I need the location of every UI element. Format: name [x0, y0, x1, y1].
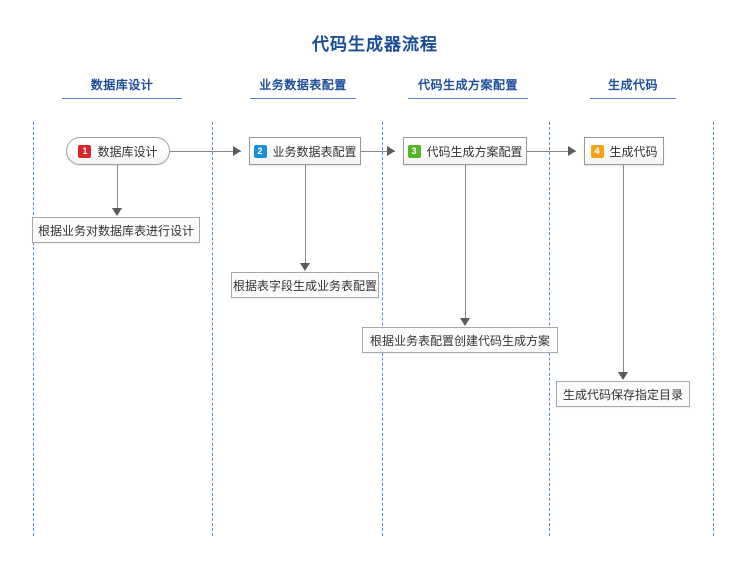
step-node-database-design[interactable]: 1 数据库设计: [66, 137, 170, 165]
lane-header-label: 代码生成方案配置: [417, 78, 518, 92]
step-node-codegen-scheme-config[interactable]: 3 代码生成方案配置: [403, 137, 527, 165]
connector-step1-to-step2: [170, 151, 241, 152]
connector-step4-to-desc4: [623, 165, 624, 375]
step-label: 生成代码: [609, 144, 658, 159]
arrowhead-into-step2: [233, 146, 241, 156]
step-label: 数据库设计: [97, 144, 158, 159]
lane-header-codegen-scheme-config: 代码生成方案配置: [408, 76, 528, 99]
page-title: 代码生成器流程: [312, 35, 438, 54]
step-badge-3: 3: [407, 144, 421, 158]
lane-header-label: 业务数据表配置: [259, 78, 347, 92]
lane-header-underline: [62, 98, 182, 99]
lane-header-underline: [408, 98, 528, 99]
connector-step2-to-desc2: [305, 165, 306, 266]
lane-header-label: 生成代码: [607, 78, 658, 92]
arrowhead-into-desc3: [460, 318, 470, 326]
step-node-business-table-config[interactable]: 2 业务数据表配置: [249, 137, 361, 165]
arrowhead-into-desc2: [300, 263, 310, 271]
description-box-generate-code: 生成代码保存指定目录: [556, 381, 690, 407]
connector-step2-to-step3: [361, 151, 395, 152]
step-label: 代码生成方案配置: [426, 144, 523, 159]
lane-header-label: 数据库设计: [90, 78, 154, 92]
arrowhead-into-step3: [387, 146, 395, 156]
description-box-codegen-scheme-config: 根据业务表配置创建代码生成方案: [362, 327, 558, 353]
arrowhead-into-step4: [568, 146, 576, 156]
connector-step3-to-desc3: [465, 165, 466, 321]
lane-divider-2: [212, 122, 214, 536]
description-box-database-design: 根据业务对数据库表进行设计: [32, 217, 200, 243]
description-box-business-table-config: 根据表字段生成业务表配置: [231, 272, 379, 298]
step-badge-4: 4: [590, 144, 604, 158]
lane-header-business-table-config: 业务数据表配置: [250, 76, 356, 99]
step-badge-1: 1: [78, 144, 92, 158]
arrowhead-into-desc1: [112, 208, 122, 216]
lane-divider-5: [713, 122, 715, 536]
lane-header-generate-code: 生成代码: [590, 76, 676, 99]
connector-step1-to-desc1: [117, 165, 118, 211]
lane-header-underline: [590, 98, 676, 99]
lane-header-database-design: 数据库设计: [62, 76, 182, 99]
step-label: 业务数据表配置: [272, 144, 357, 159]
lane-header-underline: [250, 98, 356, 99]
lane-divider-1: [33, 122, 35, 536]
arrowhead-into-desc4: [618, 372, 628, 380]
step-badge-2: 2: [253, 144, 267, 158]
step-node-generate-code[interactable]: 4 生成代码: [584, 137, 664, 165]
connector-step3-to-step4: [527, 151, 576, 152]
